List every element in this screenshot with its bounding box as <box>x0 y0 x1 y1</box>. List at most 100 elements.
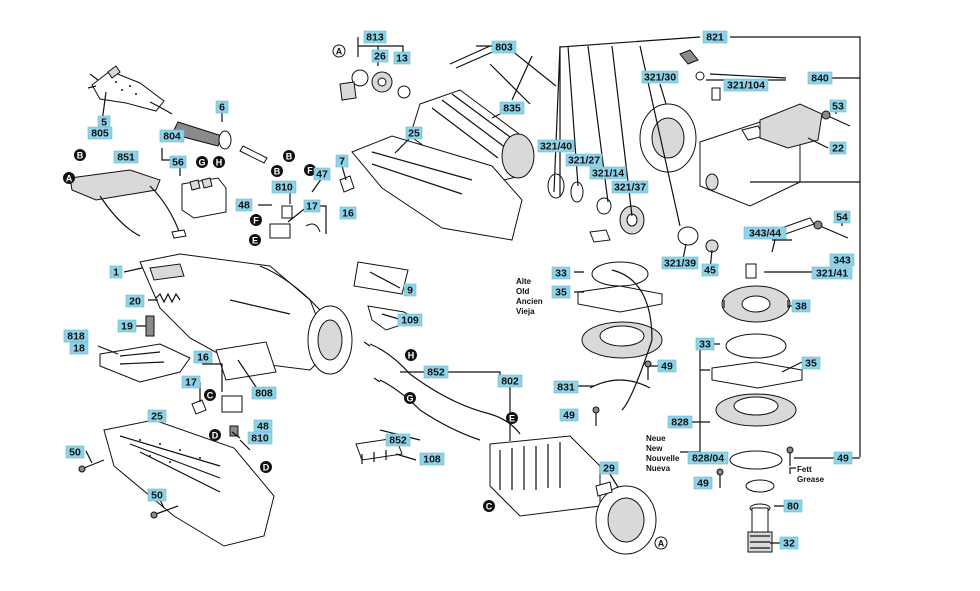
marker-E1: E <box>249 234 261 246</box>
label-813: 813 <box>363 30 387 44</box>
crown-gear <box>721 285 791 323</box>
label-16-top: 16 <box>339 206 357 220</box>
label-13: 13 <box>393 51 411 65</box>
label-17-top: 17 <box>303 199 321 213</box>
svg-text:13: 13 <box>396 53 408 65</box>
label-26: 26 <box>371 49 389 63</box>
marker-A2: A <box>63 172 75 184</box>
svg-text:Grease: Grease <box>797 475 825 484</box>
cable-sleeve <box>171 121 232 150</box>
svg-text:C: C <box>207 391 214 401</box>
power-plug-cord <box>87 65 173 115</box>
label-47: 47 <box>313 167 331 181</box>
label-56: 56 <box>169 155 187 169</box>
svg-text:32: 32 <box>783 538 795 550</box>
old-version-note: Alte Old Ancien Vieja <box>516 277 543 316</box>
fan-baffle <box>595 481 657 555</box>
label-108: 108 <box>419 452 445 466</box>
svg-text:810: 810 <box>251 433 269 445</box>
spindle <box>745 479 775 553</box>
gear-head-cap <box>759 103 823 149</box>
svg-text:9: 9 <box>407 285 413 297</box>
label-808: 808 <box>251 386 277 400</box>
svg-text:26: 26 <box>374 51 386 63</box>
svg-text:831: 831 <box>557 382 575 394</box>
svg-text:321/14: 321/14 <box>592 168 624 180</box>
label-22: 22 <box>829 141 847 155</box>
svg-text:56: 56 <box>172 157 184 169</box>
label-49-a: 49 <box>657 359 677 373</box>
svg-text:840: 840 <box>811 73 829 85</box>
svg-text:109: 109 <box>401 315 419 327</box>
svg-text:29: 29 <box>603 463 615 475</box>
svg-text:18: 18 <box>73 343 85 355</box>
label-32: 32 <box>779 536 799 550</box>
label-33-new: 33 <box>695 337 715 351</box>
svg-text:6: 6 <box>219 102 225 114</box>
svg-text:D: D <box>263 463 270 473</box>
svg-text:35: 35 <box>555 287 567 299</box>
label-1: 1 <box>109 265 123 279</box>
label-50-b: 50 <box>147 488 167 502</box>
svg-text:H: H <box>408 351 415 361</box>
label-321-27: 321/27 <box>565 153 603 167</box>
svg-text:A: A <box>66 174 73 184</box>
label-33-old: 33 <box>551 266 571 280</box>
marker-H1: H <box>213 156 225 168</box>
svg-text:B: B <box>77 151 84 161</box>
svg-text:D: D <box>212 431 219 441</box>
label-821: 821 <box>702 30 728 44</box>
svg-text:E: E <box>252 236 258 246</box>
retaining-rings <box>547 173 612 215</box>
svg-text:33: 33 <box>699 339 711 351</box>
svg-text:53: 53 <box>832 101 844 113</box>
svg-text:Neue: Neue <box>646 434 666 443</box>
svg-text:50: 50 <box>69 447 81 459</box>
marker-A3: A <box>654 536 668 550</box>
marker-F2: F <box>250 214 262 226</box>
svg-text:Ancien: Ancien <box>516 297 543 306</box>
svg-text:835: 835 <box>503 103 521 115</box>
svg-text:50: 50 <box>151 490 163 502</box>
switch-block <box>181 177 227 219</box>
svg-text:343/44: 343/44 <box>749 228 781 240</box>
label-54: 54 <box>833 210 851 224</box>
label-29: 29 <box>599 461 619 475</box>
svg-text:Alte: Alte <box>516 277 532 286</box>
label-321-30: 321/30 <box>641 70 679 84</box>
svg-text:17: 17 <box>306 201 318 213</box>
label-6: 6 <box>215 100 229 114</box>
svg-text:48: 48 <box>238 200 250 212</box>
spring <box>155 292 181 304</box>
label-16-bottom: 16 <box>193 350 213 364</box>
label-321-39: 321/39 <box>661 256 699 270</box>
svg-text:Nouvelle: Nouvelle <box>646 454 680 463</box>
svg-text:F: F <box>253 216 259 226</box>
screws-50 <box>78 459 179 519</box>
label-852-b: 852 <box>385 433 411 447</box>
svg-text:B: B <box>286 152 293 162</box>
marker-F1: F <box>304 164 316 176</box>
marker-E2: E <box>506 412 518 424</box>
svg-text:343: 343 <box>833 255 851 267</box>
cable-clamp <box>239 145 268 164</box>
svg-text:Nueva: Nueva <box>646 464 671 473</box>
label-109: 109 <box>397 313 423 327</box>
svg-text:321/41: 321/41 <box>816 268 848 280</box>
svg-text:852: 852 <box>389 435 407 447</box>
label-35-old: 35 <box>551 285 571 299</box>
label-49-c: 49 <box>833 451 853 465</box>
marker-G2: G <box>404 392 416 404</box>
handle <box>103 419 275 547</box>
svg-text:321/39: 321/39 <box>664 258 696 270</box>
svg-text:49: 49 <box>837 453 849 465</box>
label-810-top: 810 <box>271 180 297 194</box>
svg-text:20: 20 <box>129 296 141 308</box>
svg-text:H: H <box>216 158 223 168</box>
screws-49 <box>592 360 794 488</box>
svg-text:G: G <box>406 394 413 404</box>
svg-text:48: 48 <box>257 421 269 433</box>
carbon-brush <box>145 315 155 337</box>
label-321-37: 321/37 <box>611 180 649 194</box>
screw-53 <box>821 110 851 127</box>
